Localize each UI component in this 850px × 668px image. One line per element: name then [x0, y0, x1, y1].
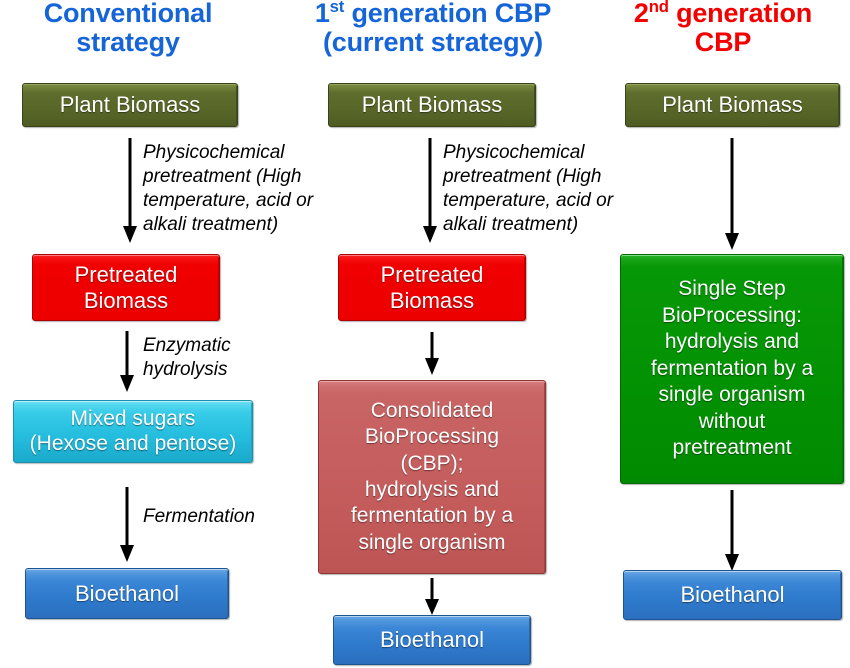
box-mixed-sugars-col1-line1: Mixed sugars: [70, 406, 196, 430]
box-plant-biomass-col3-label: Plant Biomass: [662, 92, 803, 118]
box-plant-biomass-col1[interactable]: Plant Biomass: [22, 83, 238, 127]
label-physicochemical-pretreatment-col1: Physicochemical pretreatment (High tempe…: [143, 142, 314, 235]
box-bioethanol-col2[interactable]: Bioethanol: [333, 615, 531, 665]
column-title-conventional-line2: strategy: [76, 27, 180, 58]
box-mixed-sugars-col1-label: Mixed sugars (Hexose and pentose): [20, 407, 246, 457]
column-title-first-generation-ordinal: st: [329, 0, 345, 16]
box-bioethanol-col3[interactable]: Bioethanol: [623, 570, 842, 620]
arrow-to-single-step-col3: [723, 138, 741, 251]
box-single-step-bioprocessing-col3[interactable]: Single Step BioProcessing: hydrolysis an…: [620, 254, 844, 484]
ssb-line-5: single organism: [658, 383, 806, 407]
column-title-second-generation-line1: 2nd generation: [596, 0, 850, 28]
column-title-conventional-line1: Conventional: [43, 0, 213, 28]
box-consolidated-bioprocessing-col2[interactable]: Consolidated BioProcessing (CBP); hydrol…: [318, 380, 546, 574]
box-pretreated-biomass-col1-line2: Biomass: [83, 287, 169, 313]
column-title-first-generation-line1: 1st generation CBP: [277, 0, 589, 28]
label-physicochemical-pretreatment-col2: Physicochemical pretreatment (High tempe…: [443, 142, 614, 235]
box-bioethanol-col1[interactable]: Bioethanol: [25, 568, 229, 619]
ssb-line-6: without: [698, 409, 766, 433]
box-plant-biomass-col2-label: Plant Biomass: [361, 92, 503, 118]
box-bioethanol-col3-label: Bioethanol: [680, 582, 785, 608]
arrow-pretreatment-col2: [421, 138, 439, 244]
column-title-first-generation-number: 1: [314, 0, 330, 28]
column-title-first-generation-rest: generation CBP: [344, 0, 552, 28]
cbp-line-6: single organism: [358, 530, 506, 554]
arrow-to-bioethanol-col3: [723, 490, 741, 572]
box-mixed-sugars-col1[interactable]: Mixed sugars (Hexose and pentose): [13, 400, 253, 463]
box-plant-biomass-col3[interactable]: Plant Biomass: [625, 83, 840, 127]
cbp-line-5: fermentation by a: [350, 504, 514, 528]
cbp-line-3: (CBP);: [400, 451, 464, 475]
box-plant-biomass-col2[interactable]: Plant Biomass: [328, 83, 536, 127]
cbp-line-4: hydrolysis and: [364, 478, 500, 501]
label-fermentation-col1: Fermentation: [143, 506, 255, 527]
ssb-line-2: BioProcessing:: [661, 303, 803, 327]
box-bioethanol-col1-label: Bioethanol: [75, 580, 179, 606]
arrow-to-cbp-col2: [423, 332, 441, 376]
column-title-conventional: Conventional strategy: [12, 0, 244, 57]
column-title-second-generation-line2: CBP: [694, 27, 752, 58]
cbp-line-2: BioProcessing: [364, 425, 500, 449]
ssb-line-4: fermentation by a: [650, 356, 814, 380]
box-pretreated-biomass-col2-label: Pretreated Biomass: [345, 262, 519, 314]
cbp-line-1: Consolidated: [370, 398, 494, 422]
box-bioethanol-col2-label: Bioethanol: [380, 627, 484, 653]
column-title-second-generation-ordinal: nd: [648, 0, 669, 16]
box-pretreated-biomass-col2-line1: Pretreated: [380, 261, 484, 287]
column-title-second-generation: 2nd generation CBP: [596, 0, 850, 57]
ssb-line-3: hydrolysis and: [664, 330, 800, 354]
ssb-line-1: Single Step: [678, 277, 786, 301]
label-enzymatic-hydrolysis-col1: Enzymatic hydrolysis: [143, 335, 231, 380]
box-pretreated-biomass-col1-line1: Pretreated: [74, 261, 178, 287]
box-consolidated-bioprocessing-col2-label: Consolidated BioProcessing (CBP); hydrol…: [325, 398, 539, 557]
box-pretreated-biomass-col1-label: Pretreated Biomass: [39, 262, 213, 314]
column-title-first-generation: 1st generation CBP (current strategy): [277, 0, 589, 57]
box-single-step-bioprocessing-col3-label: Single Step BioProcessing: hydrolysis an…: [627, 276, 837, 461]
box-pretreated-biomass-col2[interactable]: Pretreated Biomass: [338, 254, 526, 321]
box-pretreated-biomass-col2-line2: Biomass: [389, 287, 475, 313]
arrow-enzymatic-hydrolysis-col1: [118, 331, 136, 393]
ssb-line-7: pretreatment: [672, 436, 792, 460]
arrow-pretreatment-col1: [121, 138, 139, 244]
column-title-second-generation-rest: generation: [668, 0, 813, 28]
column-title-first-generation-line2: (current strategy): [323, 27, 543, 58]
box-mixed-sugars-col1-line2: (Hexose and pentose): [29, 431, 237, 455]
box-pretreated-biomass-col1[interactable]: Pretreated Biomass: [32, 254, 220, 321]
arrow-fermentation-col1: [118, 487, 136, 563]
box-plant-biomass-col1-label: Plant Biomass: [59, 92, 201, 118]
arrow-to-bioethanol-col2: [423, 578, 441, 616]
column-title-second-generation-number: 2: [633, 0, 649, 28]
